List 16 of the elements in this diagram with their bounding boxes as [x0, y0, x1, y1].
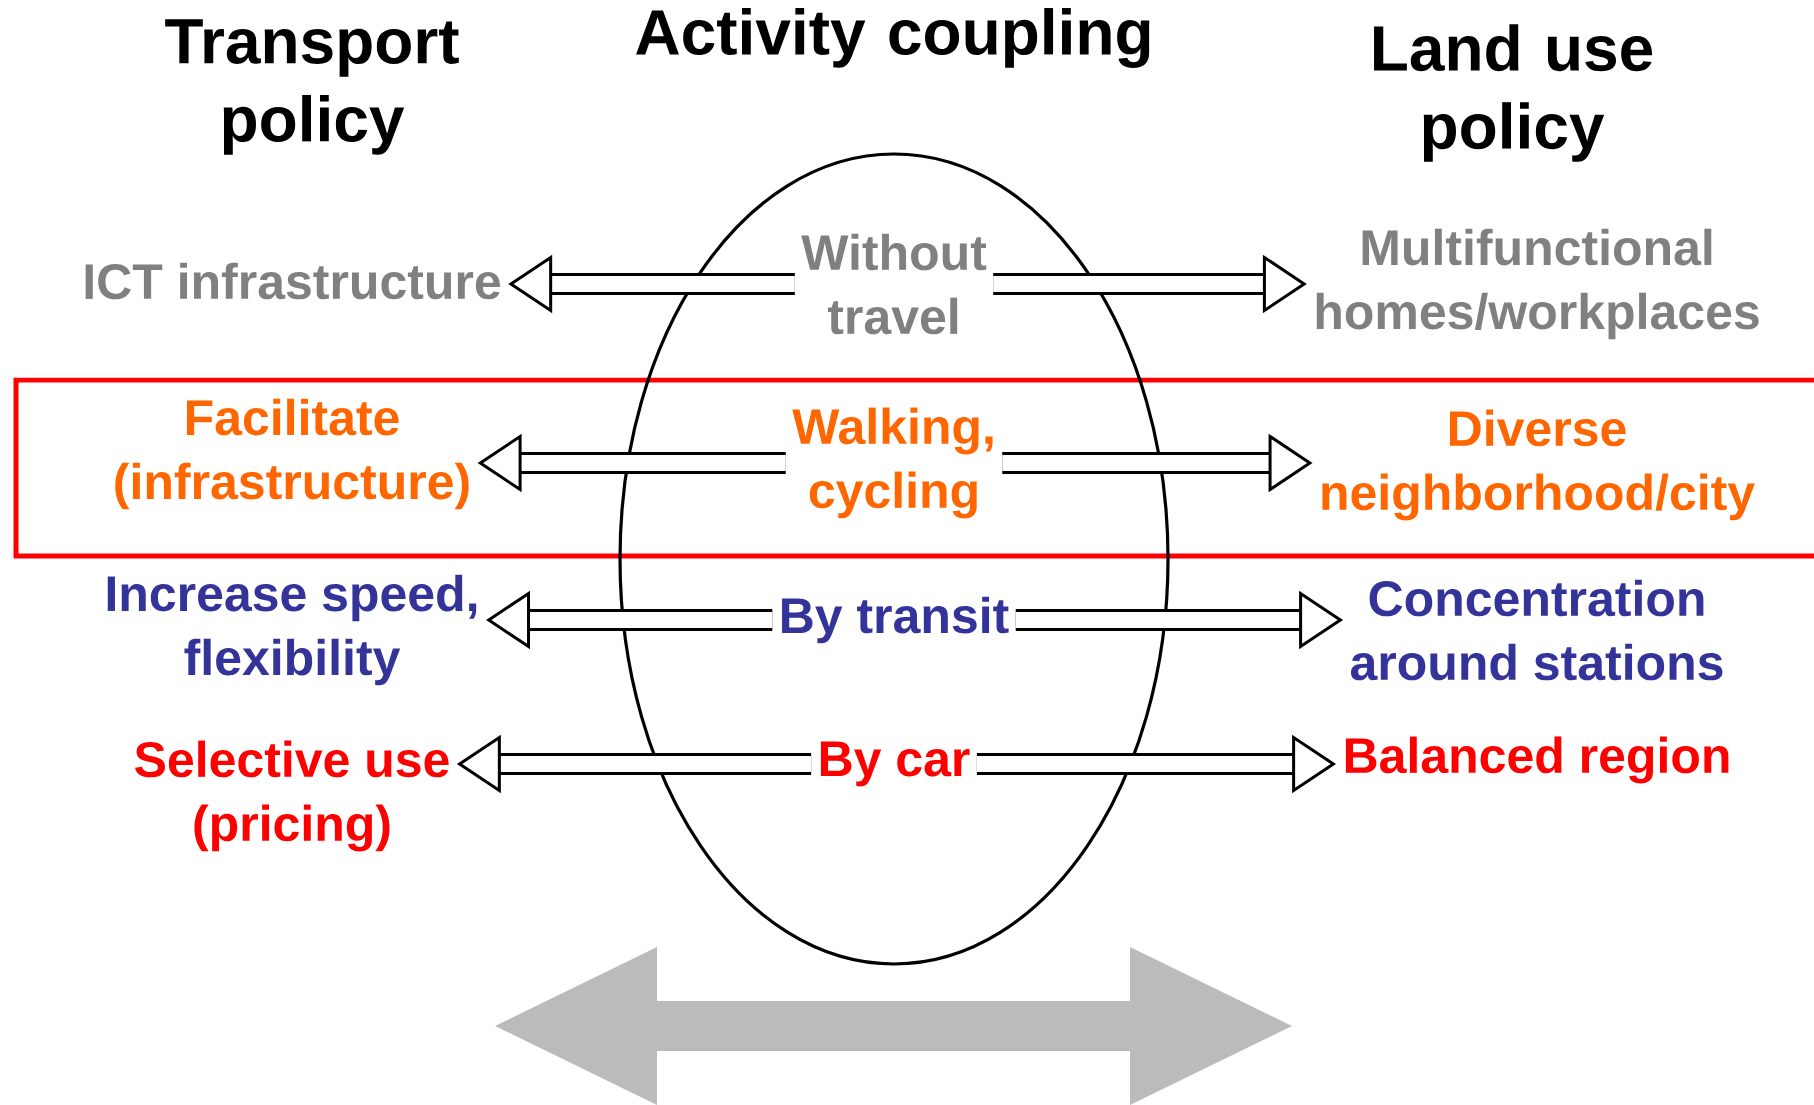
- policy-label: Facilitate (infrastructure): [115, 398, 469, 510]
- policy-label: Increase speed, flexibility: [107, 574, 477, 686]
- policy-label: Concentration around stations: [1351, 579, 1723, 681]
- policy-label: Selective use (pricing): [135, 740, 449, 852]
- heading: Transport policy: [165, 19, 459, 155]
- policy-label: ICT infrastructure: [85, 262, 500, 300]
- ellipse: [618, 152, 1170, 966]
- policy-label: Multifunctional homes/workplaces: [1316, 228, 1759, 340]
- activity-label: Walking, cycling: [792, 407, 993, 519]
- heading: Land use policy: [1374, 24, 1653, 162]
- activity-label: Without travel: [801, 233, 987, 335]
- policy-label: Balanced region: [1345, 736, 1729, 784]
- activity-label: By car: [820, 741, 970, 787]
- policy-label: Diverse neighborhood/city: [1322, 409, 1755, 521]
- activity-label: By transit: [782, 596, 1009, 644]
- heading: Activity coupling: [636, 8, 1150, 68]
